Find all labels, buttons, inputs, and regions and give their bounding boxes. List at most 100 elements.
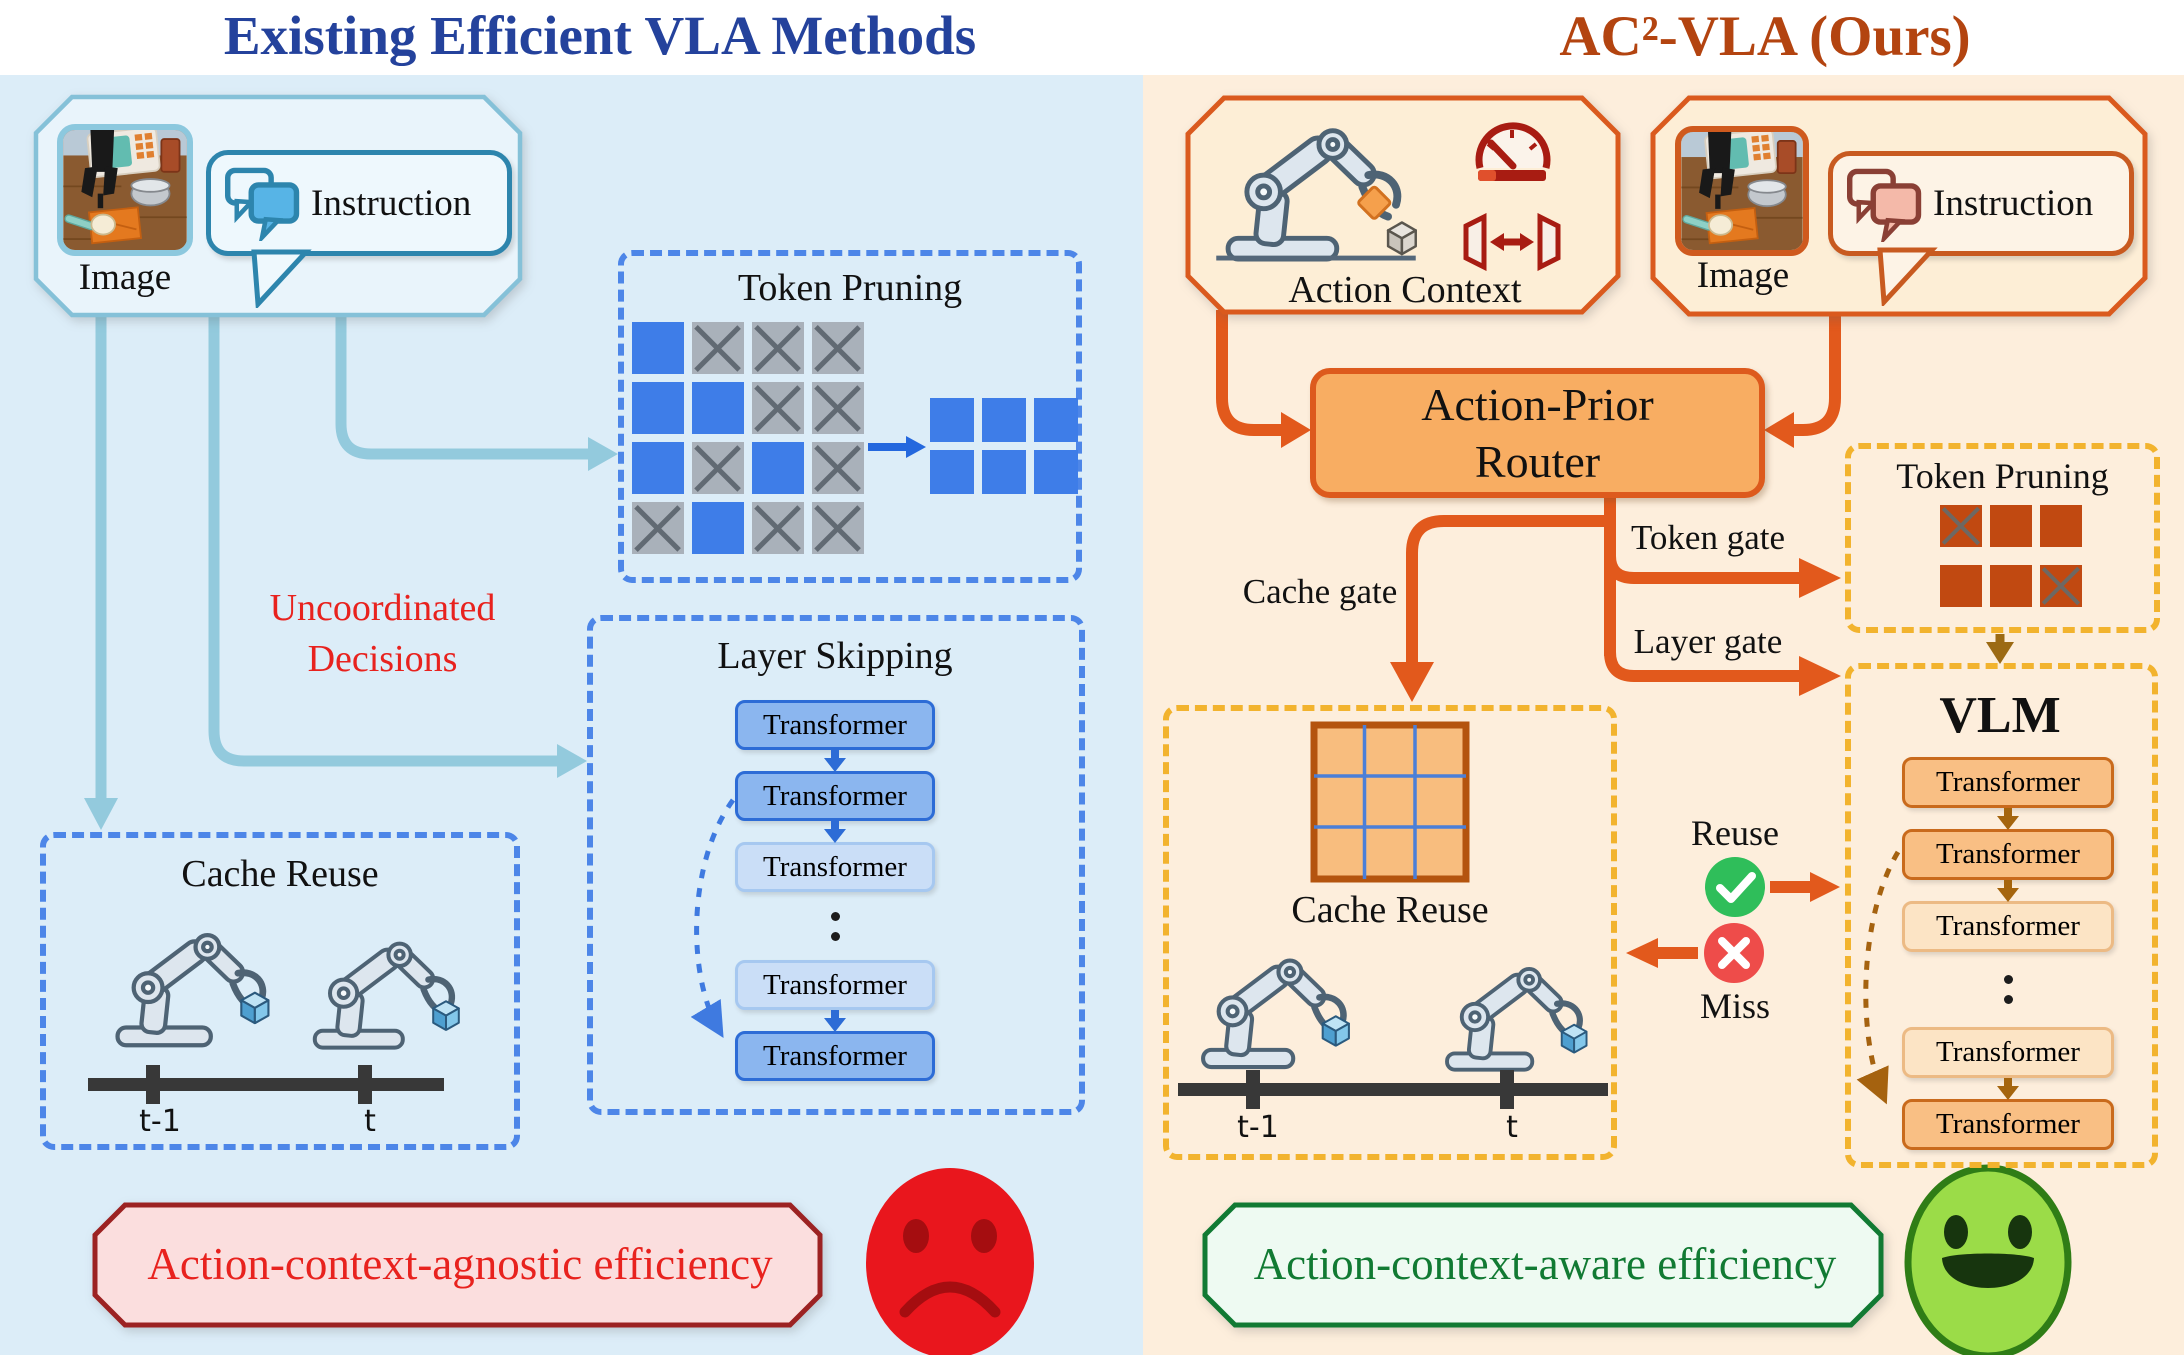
timeline (1178, 1070, 1608, 1109)
robot-arm-icon (104, 912, 270, 1048)
distance-range-icon (1463, 213, 1561, 271)
pruned-token-cell (752, 322, 804, 374)
token-gate-label: Token gate (1630, 518, 1785, 557)
robot-arm-icon (1190, 938, 1350, 1070)
pruned-token-cell (632, 502, 684, 554)
instruction-bubble: Instruction (206, 150, 512, 256)
timestep-now-label: t (364, 1104, 376, 1139)
pruned-token-cell (1940, 505, 1982, 547)
miss-label: Miss (1699, 986, 1771, 1026)
robot-arm-icon (288, 922, 460, 1050)
kv-cache-grid-icon (1310, 721, 1470, 883)
pruned-token-cell (812, 382, 864, 434)
kept-token-cell (1034, 398, 1078, 442)
warning-line1: Uncoordinated (269, 587, 496, 629)
kept-token-cell (692, 502, 744, 554)
router-line2: Router (1474, 436, 1601, 487)
pruned-token-cell (812, 502, 864, 554)
kept-token-cell (1034, 450, 1078, 494)
ellipsis-dots (1902, 952, 2114, 1027)
down-arrow-icon (1902, 880, 2114, 902)
down-arrow-icon (735, 1010, 935, 1032)
chat-bubbles-icon (1847, 168, 1922, 242)
token-grid (632, 322, 864, 554)
instruction-bubble: Instruction (1828, 151, 2134, 256)
transformer-box: Transformer (735, 842, 935, 892)
cross-circle-icon (1704, 923, 1764, 983)
kept-token-cell (752, 442, 804, 494)
check-circle-icon (1705, 857, 1765, 917)
token-grid (1940, 505, 2082, 607)
transformer-box: Transformer (1902, 1099, 2114, 1150)
token-pruning-title: Token Pruning (737, 267, 963, 309)
kept-token-cell (692, 382, 744, 434)
kept-token-cell (930, 398, 974, 442)
vlm-title: VLM (1939, 687, 2061, 744)
kept-token-cell (1940, 565, 1982, 607)
kept-token-cell (632, 442, 684, 494)
camera-image-thumbnail (57, 124, 193, 256)
down-arrow-icon (1902, 1078, 2114, 1100)
robot-arm-icon (1418, 948, 1588, 1072)
kept-token-cell (982, 398, 1026, 442)
left-panel-title: Existing Efficient VLA Methods (223, 5, 977, 66)
kept-token-cell (632, 322, 684, 374)
pruned-token-cell (812, 442, 864, 494)
kept-token-cell (2040, 505, 2082, 547)
router-line1: Action-Prior (1421, 378, 1654, 430)
layer-skipping-title: Layer Skipping (717, 635, 953, 677)
action-prior-router: Action-Prior Router (1310, 368, 1765, 498)
token-pruning-title: Token Pruning (1896, 456, 2109, 496)
transformer-box: Transformer (735, 700, 935, 750)
right-verdict-label: Action-context-aware efficiency (1253, 1239, 1837, 1289)
pruned-token-cell (692, 442, 744, 494)
transformer-box: Transformer (735, 960, 935, 1010)
transformer-box: Transformer (1902, 757, 2114, 808)
token-pruning-box (1845, 443, 2160, 633)
instruction-label: Instruction (1933, 183, 2094, 224)
speedometer-icon (1475, 122, 1551, 181)
cache-reuse-box (1163, 705, 1617, 1160)
action-context-label: Action Context (1288, 269, 1522, 311)
timeline (88, 1065, 444, 1104)
prune-arrow-icon (868, 436, 926, 458)
kept-token-cell (1990, 565, 2032, 607)
kept-token-cell (1990, 505, 2032, 547)
kept-token-cell (982, 450, 1026, 494)
warning-line2: Decisions (307, 638, 458, 681)
image-label: Image (78, 257, 172, 298)
transformer-box: Transformer (1902, 1027, 2114, 1078)
pruned-token-cell (752, 382, 804, 434)
layer-skipping-box (587, 615, 1085, 1115)
cache-gate-label: Cache gate (1242, 572, 1398, 611)
down-arrow-icon (1902, 808, 2114, 830)
transformer-box: Transformer (735, 771, 935, 821)
pruned-token-cell (2040, 565, 2082, 607)
pruned-token-cell (812, 322, 864, 374)
transformer-box: Transformer (1902, 901, 2114, 952)
chat-bubbles-icon (225, 167, 300, 241)
image-label: Image (1696, 255, 1790, 296)
robot-arm-icon (1216, 104, 1417, 262)
camera-image-thumbnail (1675, 126, 1809, 256)
kept-token-cell (632, 382, 684, 434)
ellipsis-dots (735, 892, 935, 960)
instruction-label: Instruction (311, 182, 472, 224)
cache-reuse-title: Cache Reuse (1291, 889, 1489, 931)
transformer-box: Transformer (1902, 829, 2114, 880)
speech-bubble-tail (251, 249, 312, 308)
pruned-token-cell (692, 322, 744, 374)
right-panel-title: AC²-VLA (Ours) (1559, 5, 1971, 68)
token-pruning-box (618, 250, 1082, 583)
down-arrow-icon (735, 750, 935, 772)
cache-reuse-box (40, 832, 520, 1150)
timestep-now-label: t (1506, 1110, 1518, 1145)
transformer-box: Transformer (735, 1031, 935, 1081)
timestep-prev-label: t-1 (139, 1104, 181, 1139)
layer-gate-label: Layer gate (1633, 622, 1783, 661)
timestep-prev-label: t-1 (1237, 1110, 1279, 1145)
cache-reuse-title: Cache Reuse (181, 853, 379, 895)
